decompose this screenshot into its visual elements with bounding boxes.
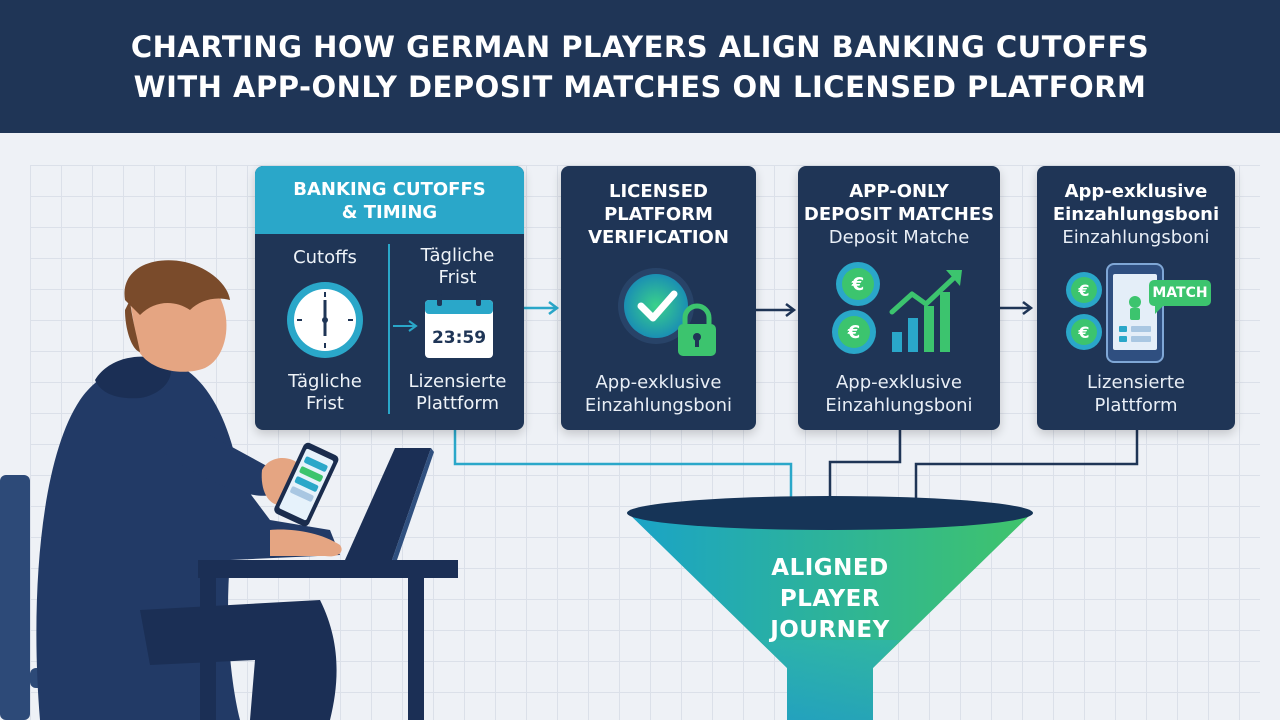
card-licensed-bottom-1: App-exklusive <box>595 372 722 393</box>
funnel-label-line-2: PLAYER <box>779 586 881 612</box>
growth-chart-icon <box>889 270 962 352</box>
card-banking-title-2: & TIMING <box>341 202 438 223</box>
card-licensed-title-3: VERIFICATION <box>588 227 729 248</box>
calendar-time: 23:59 <box>431 328 487 348</box>
euro-coin-icon-3 <box>1066 272 1102 308</box>
checkmark-icon <box>618 268 694 344</box>
euro-symbol-3: € <box>1078 281 1090 300</box>
funnel-label-line-1: ALIGNED <box>771 555 889 581</box>
card-exklusive-title-2: Einzahlungsboni <box>1052 204 1220 225</box>
page-title-line-2: WITH APP-ONLY DEPOSIT MATCHES ON LICENSE… <box>133 69 1147 104</box>
card-licensed-title-2: PLATFORM <box>604 204 713 225</box>
card-licensed-bottom-2: Einzahlungsboni <box>584 395 733 416</box>
arrow-licensed-to-apponly <box>756 303 797 317</box>
arrow-apponly-to-exklusive <box>1000 301 1034 315</box>
card-apponly-bottom-2: Einzahlungsboni <box>825 395 973 416</box>
card-exklusive-title-1: App-exklusive <box>1064 181 1208 202</box>
euro-symbol-4: € <box>1078 323 1090 342</box>
match-badge-label: MATCH <box>1152 285 1208 301</box>
euro-symbol-1: € <box>851 274 865 295</box>
deposit-icons <box>832 262 962 354</box>
verification-icons <box>618 268 716 356</box>
header-banner: CHARTING HOW GERMAN PLAYERS ALIGN BANKIN… <box>0 0 1280 133</box>
card-apponly-bottom-1: App-exklusive <box>835 372 962 393</box>
card-apponly-title-2: DEPOSIT MATCHES <box>803 204 995 225</box>
daily-deadline-label-right-2: Frist <box>438 267 477 288</box>
funnel-label: ALIGNED PLAYER JOURNEY <box>730 553 930 646</box>
card-exklusive-bottom-2: Plattform <box>1094 395 1178 416</box>
euro-symbol-2: € <box>847 322 861 343</box>
cutoffs-label: Cutoffs <box>293 247 357 268</box>
match-badge-icon <box>1149 280 1211 314</box>
clock-icon <box>287 282 363 358</box>
person-illustration <box>0 260 458 720</box>
card-exklusive-bottom-1: Lizensierte <box>1087 372 1185 393</box>
banking-icons <box>287 244 493 414</box>
card-app-only-deposit: APP-ONLY DEPOSIT MATCHES Deposit Matche … <box>798 166 1000 430</box>
daily-deadline-label-left-2: Frist <box>306 393 344 414</box>
lock-icon <box>678 303 716 356</box>
funnel-shape <box>627 496 1033 720</box>
card-licensed-platform: LICENSED PLATFORM VERIFICATION App-exklu… <box>561 166 756 430</box>
licensed-platform-label-1: Lizensierte <box>408 371 507 392</box>
card-licensed-title-1: LICENSED <box>609 181 708 202</box>
page-title-line-1: CHARTING HOW GERMAN PLAYERS ALIGN BANKIN… <box>130 29 1150 64</box>
exklusive-icons <box>1066 263 1211 363</box>
funnel-label-line-3: JOURNEY <box>770 617 890 643</box>
euro-coin-icon-1 <box>836 262 880 306</box>
card-apponly-subtitle: Deposit Matche <box>828 227 970 248</box>
card-exklusive-subtitle: Einzahlungsboni <box>1062 227 1210 248</box>
arrow-banking-to-licensed <box>524 301 560 315</box>
smartphone-icon <box>1106 263 1164 363</box>
card-banking-header <box>255 166 524 234</box>
card-banking-title-1: BANKING CUTOFFS <box>293 179 486 200</box>
daily-deadline-label-left-1: Tägliche <box>288 371 362 392</box>
daily-deadline-label-right-1: Tägliche <box>420 245 495 266</box>
euro-coin-icon-2 <box>832 310 876 354</box>
card-app-exklusive: App-exklusive Einzahlungsboni Einzahlung… <box>1037 166 1235 430</box>
card-banking-cutoffs: BANKING CUTOFFS & TIMING Cutoffs Täglich… <box>255 166 524 430</box>
licensed-platform-label-2: Plattform <box>416 393 499 414</box>
euro-coin-icon-4 <box>1066 314 1102 350</box>
card-apponly-title-1: APP-ONLY <box>849 181 949 202</box>
calendar-icon <box>425 294 493 358</box>
